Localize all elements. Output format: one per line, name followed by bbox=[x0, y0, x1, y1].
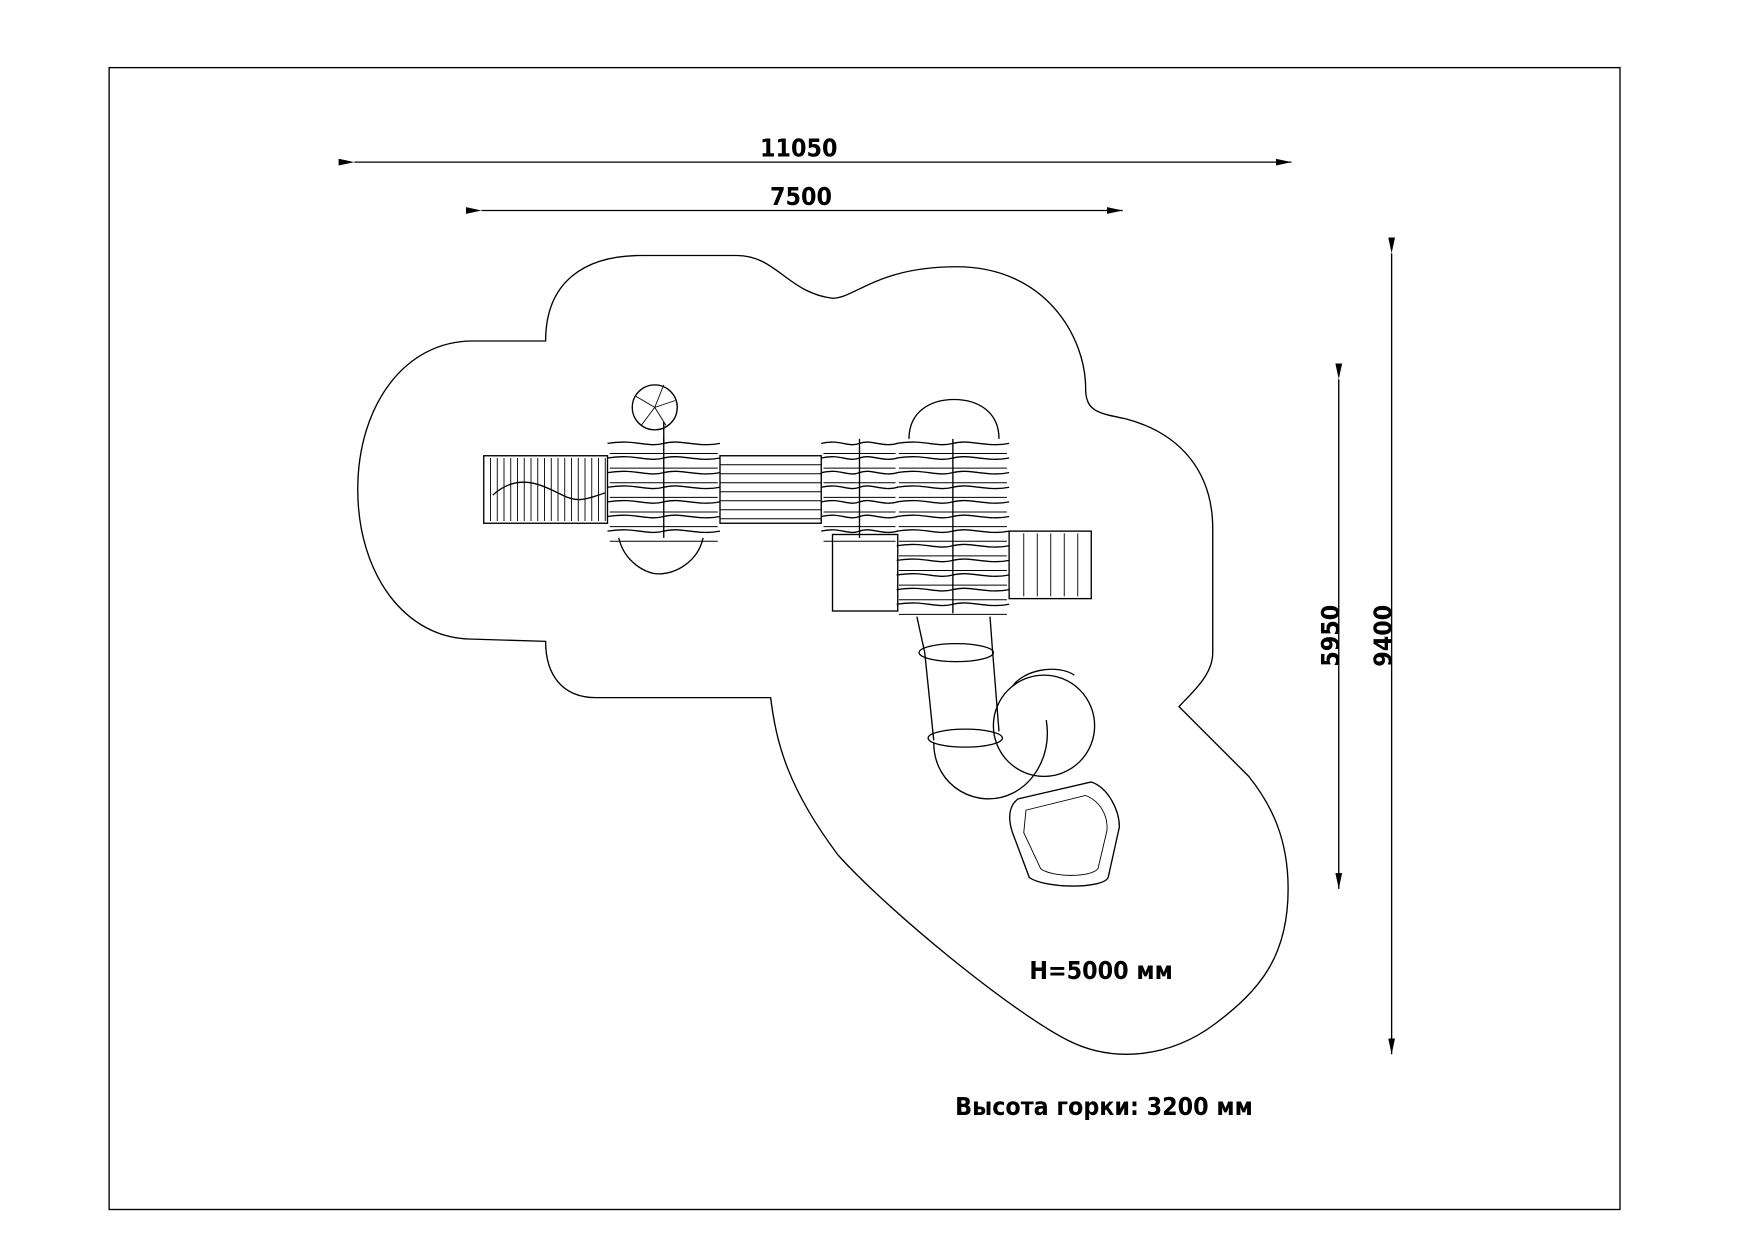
bridge bbox=[719, 455, 822, 524]
height-label: H=5000 мм bbox=[1029, 956, 1172, 985]
drawing-frame bbox=[108, 66, 1621, 1211]
dim-label-11050: 11050 bbox=[760, 134, 837, 163]
tower-roof bbox=[821, 438, 898, 542]
slide-height-label: Высота горки: 3200 мм bbox=[955, 1092, 1253, 1121]
dim-label-9400: 9400 bbox=[1369, 605, 1398, 667]
half-dome bbox=[908, 398, 1000, 439]
tower-roof bbox=[896, 438, 1010, 615]
dim-label-5950: 5950 bbox=[1316, 605, 1345, 667]
tower-arch bbox=[618, 537, 704, 575]
slide-exit bbox=[1009, 781, 1121, 887]
tube-slide bbox=[916, 616, 1121, 887]
stairs bbox=[1008, 530, 1092, 600]
tower-roof bbox=[607, 438, 721, 542]
platform-deck bbox=[831, 533, 899, 612]
climbing-ramp bbox=[483, 455, 609, 524]
dim-label-7500: 7500 bbox=[770, 182, 832, 211]
flower-decoration bbox=[631, 384, 678, 445]
safety-zone-outline bbox=[357, 254, 1289, 1055]
